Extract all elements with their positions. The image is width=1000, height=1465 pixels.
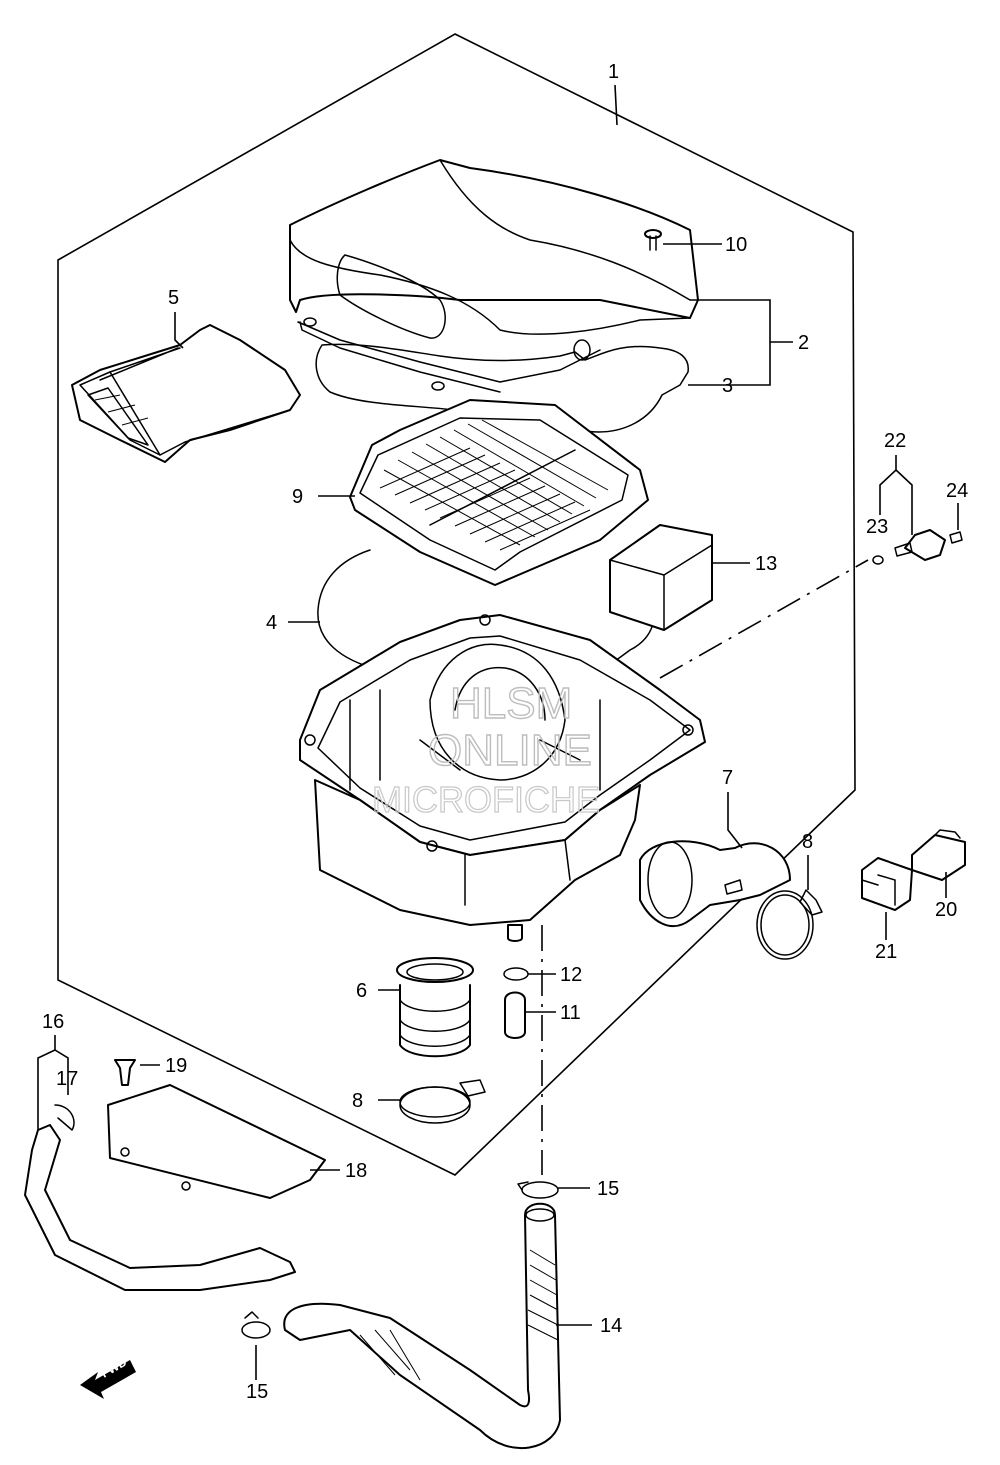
callout-13: 13 bbox=[755, 553, 777, 575]
air-cleaner-cover bbox=[289, 159, 699, 393]
funnel-clamp bbox=[399, 1079, 486, 1124]
callout-10: 10 bbox=[725, 234, 747, 256]
callout-1: 1 bbox=[608, 61, 619, 83]
drain-clip bbox=[503, 967, 529, 981]
watermark-line-1: HLSM bbox=[450, 679, 572, 728]
callout-14: 14 bbox=[600, 1315, 622, 1337]
callout-12: 12 bbox=[560, 964, 582, 986]
control-box bbox=[609, 524, 713, 631]
callout-24: 24 bbox=[946, 480, 968, 502]
watermark-line-2: ONLINE bbox=[428, 726, 592, 775]
callout-5: 5 bbox=[168, 287, 179, 309]
assembly-outline bbox=[57, 33, 856, 1176]
callout-7: 7 bbox=[722, 767, 733, 789]
air-cleaner-case bbox=[299, 614, 706, 942]
callout-23: 23 bbox=[866, 516, 888, 538]
callout-6: 6 bbox=[356, 980, 367, 1002]
iat-sensor bbox=[872, 529, 963, 565]
callout-8-lower: 8 bbox=[352, 1090, 363, 1112]
callout-19: 19 bbox=[165, 1055, 187, 1077]
watermark-line-3: MICROFICHE bbox=[372, 779, 600, 820]
leader-lines bbox=[37, 84, 959, 1380]
callout-8-upper: 8 bbox=[802, 831, 813, 853]
intake-duct bbox=[71, 324, 301, 463]
callout-9: 9 bbox=[292, 486, 303, 508]
callout-2: 2 bbox=[798, 332, 809, 354]
callout-16: 16 bbox=[42, 1011, 64, 1033]
hose-clamp-upper bbox=[517, 1181, 559, 1199]
forward-arrow-icon: FWD bbox=[80, 1355, 136, 1399]
callout-20: 20 bbox=[935, 899, 957, 921]
drain-cap bbox=[504, 991, 526, 1039]
outlet-clamp bbox=[756, 889, 823, 960]
callout-18: 18 bbox=[345, 1160, 367, 1182]
cover-seal bbox=[315, 343, 689, 433]
push-rivet bbox=[114, 1059, 136, 1086]
callout-numbers: 1 2 3 4 5 6 7 8 8 9 10 11 12 13 14 15 15… bbox=[42, 61, 968, 1403]
funnel bbox=[396, 957, 474, 1058]
callout-22: 22 bbox=[884, 430, 906, 452]
callout-17: 17 bbox=[56, 1068, 78, 1090]
callout-3: 3 bbox=[722, 375, 733, 397]
connector-21 bbox=[861, 857, 913, 911]
callout-15-lower: 15 bbox=[246, 1381, 268, 1403]
callout-15-upper: 15 bbox=[597, 1178, 619, 1200]
breather-bracket bbox=[24, 1104, 296, 1291]
cover-screw bbox=[644, 229, 662, 251]
air-filter-element bbox=[349, 399, 649, 586]
cover-plate bbox=[107, 1084, 326, 1199]
outlet-tube bbox=[639, 840, 791, 927]
callout-21: 21 bbox=[875, 941, 897, 963]
drain-hose bbox=[283, 1202, 561, 1449]
hose-clamp-lower bbox=[241, 1311, 271, 1339]
callout-11: 11 bbox=[560, 1002, 581, 1024]
connector-20 bbox=[911, 829, 966, 881]
callout-4: 4 bbox=[266, 612, 277, 634]
